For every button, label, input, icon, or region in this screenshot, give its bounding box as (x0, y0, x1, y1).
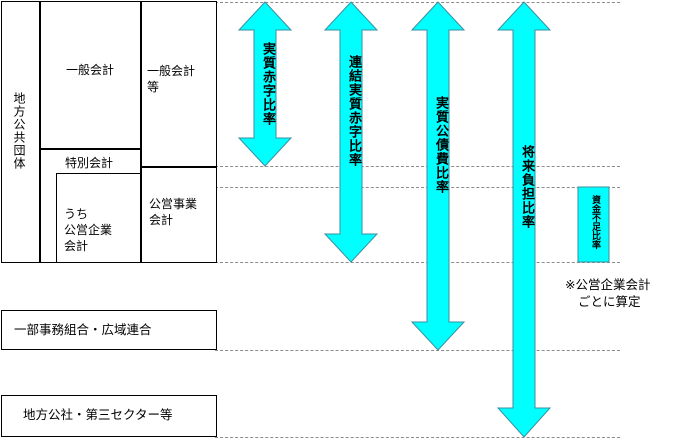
real-debt-service-arrow (410, 1, 466, 351)
partial-association-box (1, 310, 217, 350)
public-enterprise-label-1: 公営事業 (149, 197, 198, 211)
future-burden-label: 将来負担比率 (519, 145, 534, 229)
dashed-line-top (215, 2, 620, 3)
general-accounts-etc-divider (140, 1, 142, 263)
general-account-label: 一般会計 (66, 63, 115, 77)
dashed-line-local-gov-bottom (215, 262, 620, 263)
note-line-2: ごとに算定 (578, 294, 641, 309)
fund-shortage-bar (577, 186, 610, 263)
local-government-box (1, 1, 217, 263)
public-enterprise-label-2: 会計 (149, 213, 174, 227)
dashed-line-association (215, 350, 620, 351)
general-accounts-etc-hline (140, 166, 217, 168)
special-account-label: 特別会計 (65, 156, 114, 170)
local-government-label: 地方公共団体 (12, 92, 26, 170)
consolidated-deficit-arrow (323, 1, 379, 263)
third-sector-box (1, 395, 217, 437)
fund-shortage-label: 資金不足比率 (590, 195, 600, 249)
consolidated-deficit-label: 連結実質赤字比率 (346, 55, 361, 167)
future-burden-arrow (496, 1, 552, 438)
real-deficit-arrow (237, 1, 293, 167)
public-enterprise-sub-label-3: 会計 (64, 239, 89, 253)
dashed-line-special (215, 166, 620, 167)
public-enterprise-sub-box (56, 173, 141, 263)
dashed-line-bottom (215, 437, 620, 438)
general-accounts-etc-label-2: 等 (147, 80, 160, 94)
real-debt-service-label: 実質公債費比率 (433, 96, 448, 194)
general-accounts-etc-label-1: 一般会計 (147, 64, 196, 78)
third-sector-label: 地方公社・第三セクター等 (23, 407, 173, 422)
public-enterprise-sub-label-2: 公営企業 (64, 223, 113, 237)
note-line-1: ※公営企業会計 (565, 277, 651, 292)
local-government-divider (39, 1, 41, 263)
public-enterprise-sub-label-1: うち (64, 207, 89, 221)
partial-association-label: 一部事務組合・広域連合 (14, 322, 152, 337)
special-account-hline (40, 148, 140, 150)
dashed-line-enterprise (215, 187, 620, 188)
real-deficit-label: 実質赤字比率 (260, 42, 275, 126)
